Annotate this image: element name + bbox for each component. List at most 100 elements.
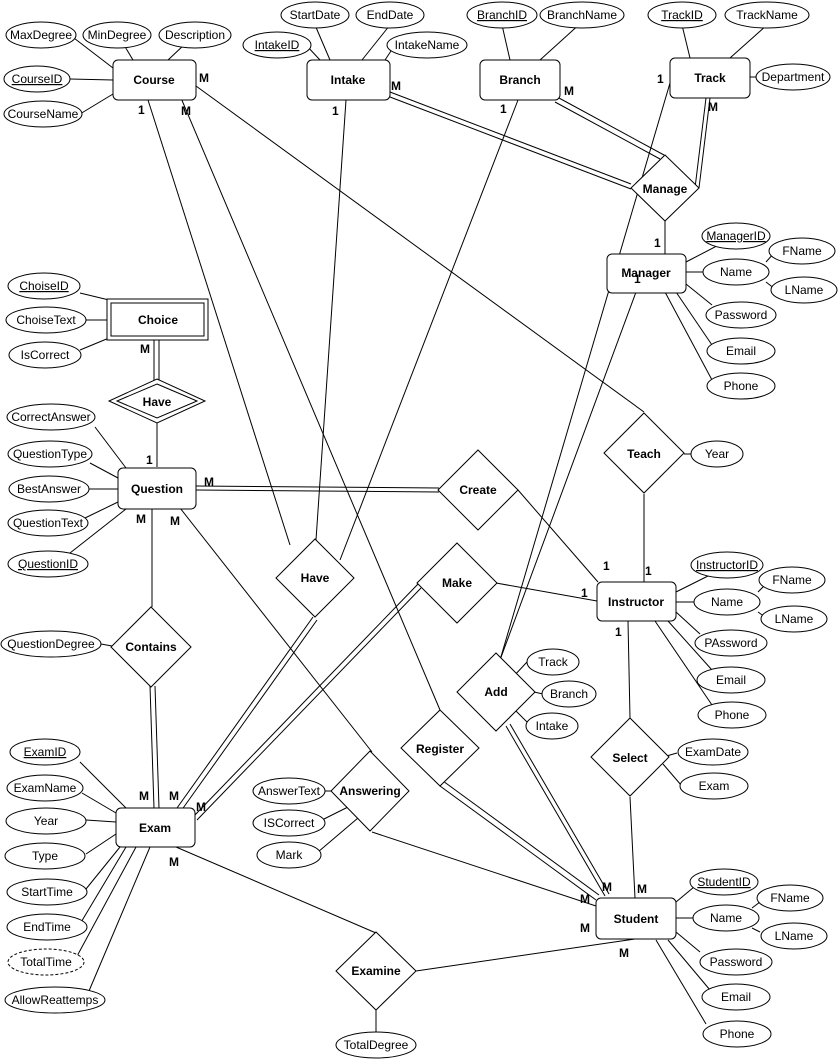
attr-choice-choiseid[interactable]: ChoiseID bbox=[7, 272, 81, 300]
attr-question-questionid[interactable]: QuestionID bbox=[7, 550, 89, 578]
attr-manager-lname[interactable]: LName bbox=[770, 276, 838, 304]
card-choice-m: M bbox=[140, 342, 150, 356]
attr-track-trackname[interactable]: TrackName bbox=[724, 1, 810, 29]
svg-text:Name: Name bbox=[711, 595, 743, 609]
entity-exam[interactable]: Exam bbox=[115, 807, 196, 848]
attr-exam-endtime[interactable]: EndTime bbox=[6, 913, 88, 941]
attr-course-maxdegree[interactable]: MaxDegree bbox=[5, 21, 77, 49]
attr-intake-intakeid[interactable]: IntakeID bbox=[242, 31, 312, 59]
relationship-answering[interactable]: Answering bbox=[330, 750, 410, 832]
attr-student-email[interactable]: Email bbox=[701, 983, 771, 1011]
attr-add-branch[interactable]: Branch bbox=[541, 680, 597, 708]
relationship-examine-label: Examine bbox=[351, 964, 401, 978]
attr-teach-year[interactable]: Year bbox=[690, 440, 744, 468]
card-manager-1b: 1 bbox=[634, 272, 641, 286]
attr-manager-fname[interactable]: FName bbox=[768, 237, 836, 265]
attr-add-track[interactable]: Track bbox=[526, 648, 580, 676]
entity-question[interactable]: Question bbox=[117, 467, 197, 510]
attr-exam-examid[interactable]: ExamID bbox=[9, 738, 81, 766]
attr-exam-type[interactable]: Type bbox=[4, 842, 86, 870]
attr-question-correctanswer[interactable]: CorrectAnswer bbox=[6, 403, 96, 431]
attr-track-department[interactable]: Department bbox=[755, 63, 831, 91]
relationship-examine[interactable]: Examine bbox=[335, 931, 417, 1011]
attr-manager-managerid[interactable]: ManagerID bbox=[701, 222, 771, 250]
attr-student-name[interactable]: Name bbox=[692, 904, 760, 932]
attr-examine-totaldegree[interactable]: TotalDegree bbox=[335, 1031, 417, 1059]
attr-intake-intakename[interactable]: IntakeName bbox=[386, 31, 468, 59]
attr-manager-password[interactable]: Password bbox=[705, 301, 777, 329]
attr-student-phone[interactable]: Phone bbox=[702, 1020, 772, 1048]
attr-exam-totaltime[interactable]: TotalTime bbox=[7, 948, 85, 976]
relationship-have-course[interactable]: Have bbox=[275, 538, 355, 618]
attr-student-lname[interactable]: LName bbox=[760, 922, 828, 950]
attr-exam-allowreattemps[interactable]: AllowReattemps bbox=[4, 986, 106, 1014]
relationship-select[interactable]: Select bbox=[590, 717, 670, 797]
attr-instructor-lname[interactable]: LName bbox=[760, 605, 828, 633]
svg-text:Year: Year bbox=[34, 814, 58, 828]
entity-instructor[interactable]: Instructor bbox=[596, 581, 677, 622]
svg-text:Password: Password bbox=[715, 308, 768, 322]
relationship-manage[interactable]: Manage bbox=[630, 154, 700, 222]
attr-student-password[interactable]: Password bbox=[699, 948, 773, 976]
svg-text:Password: Password bbox=[710, 955, 763, 969]
entity-choice[interactable]: Choice bbox=[106, 298, 209, 341]
entity-intake-label: Intake bbox=[331, 73, 366, 87]
relationship-make[interactable]: Make bbox=[416, 542, 498, 624]
attr-course-courseid[interactable]: CourseID bbox=[3, 65, 71, 93]
attr-instructor-password[interactable]: PAssword bbox=[694, 629, 768, 657]
card-intake-m: M bbox=[391, 79, 401, 93]
relationship-have-choice[interactable]: Have bbox=[107, 378, 207, 424]
attr-branch-branchname[interactable]: BranchName bbox=[539, 1, 625, 29]
attr-instructor-instructorid[interactable]: InstructorID bbox=[690, 551, 764, 579]
relationship-create[interactable]: Create bbox=[437, 449, 519, 531]
attr-course-coursename[interactable]: CourseName bbox=[3, 100, 83, 128]
entity-intake[interactable]: Intake bbox=[306, 59, 391, 101]
attr-select-examdate[interactable]: ExamDate bbox=[677, 738, 749, 766]
relationship-teach[interactable]: Teach bbox=[603, 412, 685, 494]
entity-branch[interactable]: Branch bbox=[479, 59, 561, 101]
attr-track-trackid[interactable]: TrackID bbox=[647, 1, 717, 29]
attr-instructor-phone[interactable]: Phone bbox=[697, 701, 767, 729]
relationship-contains[interactable]: Contains bbox=[110, 606, 192, 688]
attr-intake-enddate[interactable]: EndDate bbox=[355, 1, 425, 29]
attr-question-questiontype[interactable]: QuestionType bbox=[7, 440, 93, 468]
svg-text:QuestionText: QuestionText bbox=[13, 516, 84, 530]
attr-branch-branchid[interactable]: BranchID bbox=[466, 1, 538, 29]
attr-instructor-fname[interactable]: FName bbox=[758, 566, 826, 594]
attr-exam-year[interactable]: Year bbox=[5, 807, 87, 835]
attr-instructor-name[interactable]: Name bbox=[693, 588, 761, 616]
attr-intake-startdate[interactable]: StartDate bbox=[280, 1, 350, 29]
entity-track[interactable]: Track bbox=[669, 57, 751, 99]
attr-contains-questiondegree[interactable]: QuestionDegree bbox=[0, 630, 102, 658]
svg-text:BranchName: BranchName bbox=[547, 8, 617, 22]
attr-exam-starttime[interactable]: StartTime bbox=[6, 878, 88, 906]
attr-question-bestanswer[interactable]: BestAnswer bbox=[8, 475, 90, 503]
attr-add-intake[interactable]: Intake bbox=[525, 712, 579, 740]
attr-exam-examname[interactable]: ExamName bbox=[6, 774, 84, 802]
attr-answering-mark[interactable]: Mark bbox=[256, 841, 322, 869]
attr-manager-email[interactable]: Email bbox=[706, 337, 776, 365]
attr-course-description[interactable]: Description bbox=[158, 21, 232, 49]
attr-student-fname[interactable]: FName bbox=[756, 884, 824, 912]
attr-question-questiontext[interactable]: QuestionText bbox=[7, 509, 89, 537]
attr-select-exam[interactable]: Exam bbox=[679, 772, 749, 800]
attr-student-studentid[interactable]: StudentID bbox=[689, 868, 759, 896]
attr-answering-iscorrect[interactable]: ISCorrect bbox=[252, 809, 326, 837]
entity-student[interactable]: Student bbox=[595, 897, 677, 940]
svg-text:Mark: Mark bbox=[276, 848, 304, 862]
relationship-add[interactable]: Add bbox=[456, 652, 536, 732]
attr-instructor-email[interactable]: Email bbox=[696, 666, 766, 694]
attr-choice-choisetext[interactable]: ChoiseText bbox=[5, 306, 87, 334]
card-student-m5: M bbox=[619, 946, 629, 960]
attr-manager-phone[interactable]: Phone bbox=[706, 372, 776, 400]
attr-choice-iscorrect[interactable]: IsCorrect bbox=[8, 341, 82, 369]
entity-course[interactable]: Course bbox=[112, 59, 197, 101]
cardinality-labels: M 1 M M 1 M 1 1 M 1 1 M 1 M M M 1 1 1 1 … bbox=[136, 71, 718, 960]
attr-answering-answertext[interactable]: AnswerText bbox=[252, 777, 326, 805]
svg-text:IsCorrect: IsCorrect bbox=[21, 348, 70, 362]
attr-course-mindegree[interactable]: MinDegree bbox=[82, 21, 152, 49]
relationship-register[interactable]: Register bbox=[400, 709, 480, 787]
svg-text:Department: Department bbox=[762, 70, 825, 84]
entity-manager[interactable]: Manager bbox=[606, 253, 687, 294]
attr-manager-name[interactable]: Name bbox=[702, 258, 770, 286]
